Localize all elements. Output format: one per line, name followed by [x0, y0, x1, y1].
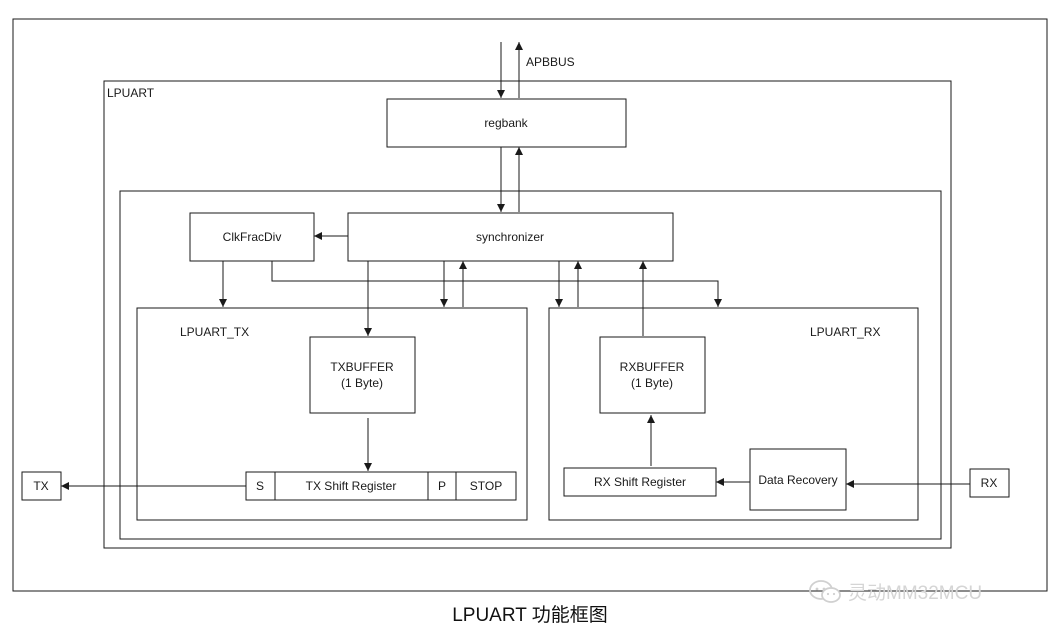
watermark-text: 灵动MM32MCU: [848, 583, 983, 604]
lpuart-rx-label: LPUART_RX: [810, 325, 880, 339]
synchronizer-box: [347, 212, 674, 262]
inner-frame: [119, 190, 942, 540]
rxbuffer-size-label: (1 Byte): [631, 376, 673, 390]
tx-pin-box: [21, 471, 62, 501]
tx-stop-bit-cell: [455, 471, 517, 501]
tx-parity-bit-label: P: [438, 479, 446, 493]
tx-pin-label: TX: [33, 479, 48, 493]
rx-shift-register-box: [563, 467, 717, 497]
txbuffer-label: TXBUFFER: [330, 360, 394, 374]
lpuart-module-label: LPUART: [107, 86, 155, 100]
lpuart-rx-block: [548, 307, 919, 521]
synchronizer-label: synchronizer: [476, 230, 544, 244]
regbank-label: regbank: [484, 116, 528, 130]
watermark: 灵动MM32MCU: [808, 578, 982, 605]
outer-border: [12, 18, 1048, 592]
data-recovery-label: Data Recovery: [758, 473, 837, 487]
txbuffer-size-label: (1 Byte): [341, 376, 383, 390]
rx-pin-box: [969, 468, 1010, 498]
rx-shift-register-label: RX Shift Register: [594, 475, 686, 489]
regbank-box: [386, 98, 627, 148]
tx-shift-register-label: TX Shift Register: [306, 479, 397, 493]
lpuart-tx-block: [136, 307, 528, 521]
lpuart-module-frame: [103, 80, 952, 549]
rx-pin-label: RX: [981, 476, 998, 490]
lpuart-tx-label: LPUART_TX: [180, 325, 249, 339]
tx-shift-register-cell: [274, 471, 429, 501]
clk-to-rx-arrow: [271, 261, 722, 307]
data-recovery-box: [749, 448, 847, 511]
apbbus-label: APBBUS: [526, 55, 575, 69]
txbuffer-box: [309, 336, 416, 414]
figure-caption: LPUART 功能框图: [452, 605, 608, 626]
rxbuffer-box: [599, 336, 706, 414]
tx-start-bit-label: S: [256, 479, 264, 493]
rxbuffer-label: RXBUFFER: [620, 360, 685, 374]
tx-parity-bit-cell: [427, 471, 457, 501]
wechat-icon: [809, 579, 841, 603]
clkfracdiv-label: ClkFracDiv: [223, 230, 282, 244]
tx-stop-bit-label: STOP: [470, 479, 502, 493]
